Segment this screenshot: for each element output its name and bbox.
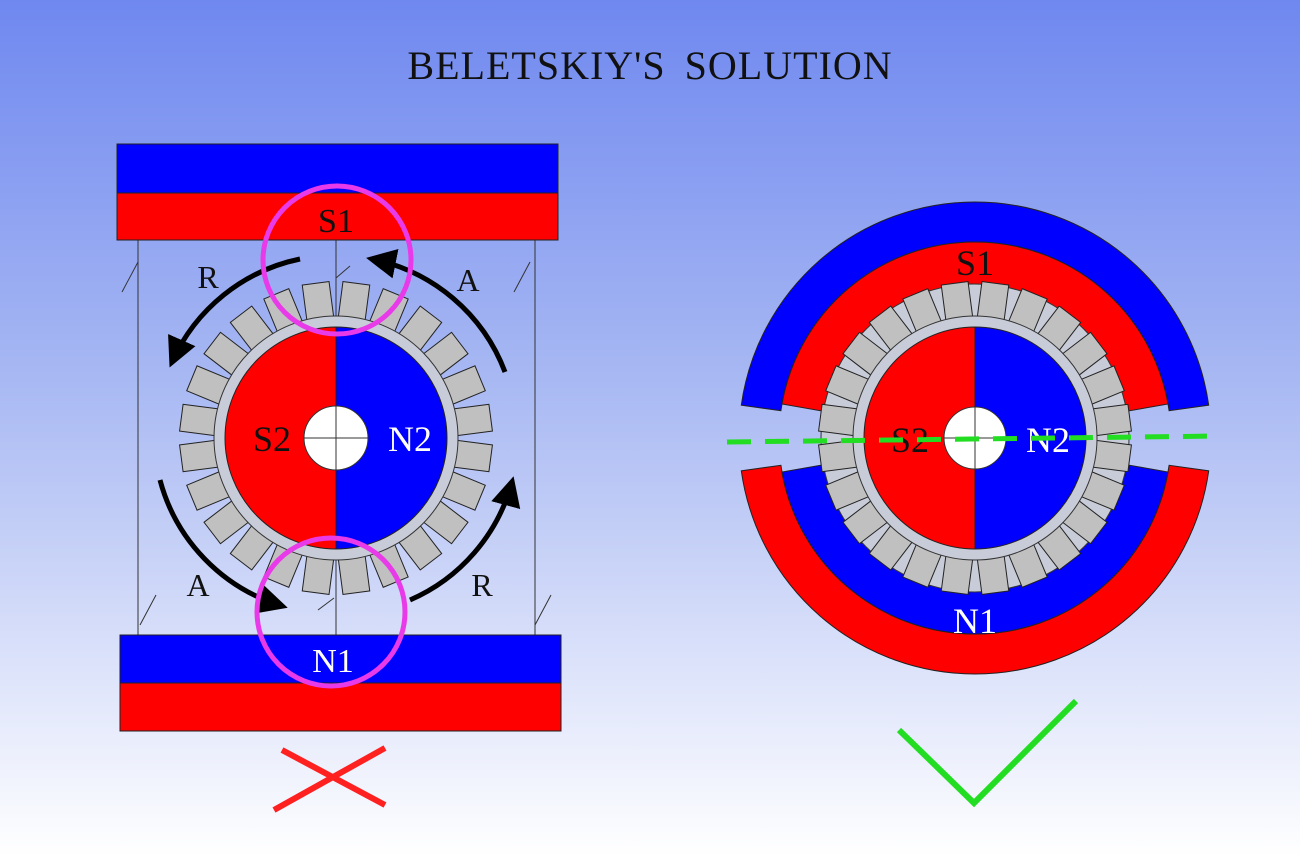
arrow-label-a-top: A (456, 262, 479, 298)
arrow-repel-top-left (168, 256, 301, 368)
highlight-circle-top (260, 183, 414, 337)
frame-tick (513, 261, 531, 293)
top-magnet-south (116, 192, 559, 241)
frame-tick (317, 597, 335, 611)
frame-tick (139, 594, 157, 626)
right-diagram: S1 N1 S2 N2 (726, 201, 1221, 808)
right-rotor-north-half (974, 326, 1087, 550)
arrow-repel-bottom-right (409, 476, 521, 603)
arrow-attract-top-right (366, 249, 508, 373)
highlight-circle-bottom (254, 535, 408, 689)
frame-tick (121, 261, 139, 293)
left-top-magnet-label: S1 (318, 203, 354, 240)
left-rotor-north-label: N2 (388, 419, 432, 459)
right-axis-dashed-line (726, 433, 1221, 445)
left-rotor-south-label: S2 (253, 419, 291, 459)
right-top-label: S1 (956, 243, 994, 283)
arrow-label-r-top: R (197, 259, 219, 295)
left-diagram: S1 N1 S2 N2 R A A R (116, 143, 562, 813)
frame-tick (534, 594, 552, 626)
bottom-magnet-south (119, 682, 562, 732)
left-rotor-north-half (335, 326, 448, 550)
slide-title: BELETSKIY'S SOLUTION (407, 43, 893, 88)
frame-tick (335, 265, 351, 279)
arrow-label-a-bottom: A (186, 567, 209, 603)
left-bottom-magnet-label: N1 (312, 643, 354, 680)
cross-icon (272, 745, 387, 813)
bottom-magnet-north (119, 634, 562, 684)
check-icon (896, 698, 1079, 808)
right-bottom-label: N1 (953, 601, 997, 641)
left-rotor-south-half (224, 326, 337, 550)
arrow-label-r-bottom: R (471, 567, 493, 603)
